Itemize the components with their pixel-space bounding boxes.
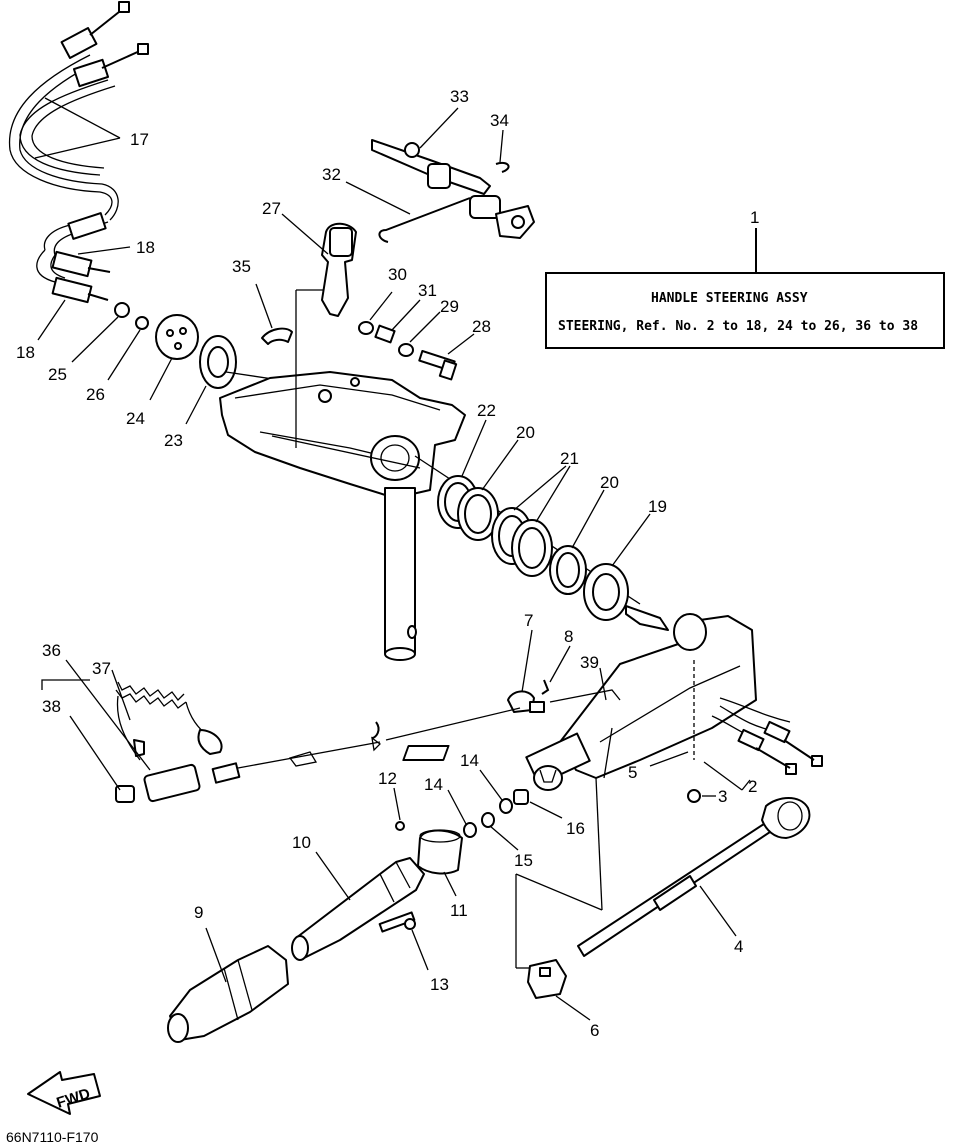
callout-30: 30 [388, 265, 407, 284]
callout-22: 22 [477, 401, 496, 420]
callout-16: 16 [566, 819, 585, 838]
callout-3: 3 [718, 787, 727, 806]
callout-29: 29 [440, 297, 459, 316]
callout-2: 2 [748, 777, 757, 796]
callout-5: 5 [628, 763, 637, 782]
callout-9: 9 [194, 903, 203, 922]
callout-19: 19 [648, 497, 667, 516]
steering-bracket [219, 289, 466, 661]
lanyard-switch-group: 36 37 38 [41, 641, 521, 803]
callout-31: 31 [418, 281, 437, 300]
throttle-shaft-group: 4 6 [527, 797, 811, 1040]
control-cables: 17 18 18 [8, 1, 155, 362]
callout-20b: 20 [600, 473, 619, 492]
callout-38: 38 [42, 697, 61, 716]
callout-39: 39 [580, 653, 599, 672]
callout-10: 10 [292, 833, 311, 852]
pivot-washer-stack: 22 20 21 20 19 [414, 401, 667, 621]
callout-28: 28 [472, 317, 491, 336]
callout-15: 15 [514, 851, 533, 870]
callout-27: 27 [262, 199, 281, 218]
callout-21: 21 [560, 449, 579, 468]
callout-14b: 14 [460, 751, 479, 770]
callout-8: 8 [564, 627, 573, 646]
callout-13: 13 [430, 975, 449, 994]
callout-7: 7 [524, 611, 533, 630]
lever-fastener-group: 30 31 29 28 [358, 265, 491, 381]
forward-arrow-icon: FWD [27, 1071, 101, 1115]
callout-23: 23 [164, 431, 183, 450]
callout-4: 4 [734, 937, 743, 956]
callout-24: 24 [126, 409, 145, 428]
callout-1: 1 [750, 208, 759, 227]
steering-handle-arm: 5 2 3 [402, 605, 823, 969]
cable-grommet-group: 25 26 24 23 [48, 302, 361, 450]
assembly-subtitle: STEERING, Ref. No. 2 to 18, 24 to 26, 36… [558, 319, 918, 334]
callout-37: 37 [92, 659, 111, 678]
assembly-box: 1 HANDLE STEERING ASSY STEERING, Ref. No… [545, 208, 945, 349]
callout-11: 11 [450, 901, 468, 920]
callout-17a: 17 [130, 130, 149, 149]
grip-fastener-group: 12 14 14 16 15 [378, 751, 585, 870]
callout-20a: 20 [516, 423, 535, 442]
callout-18b: 18 [16, 343, 35, 362]
callout-33: 33 [450, 87, 469, 106]
callout-14a: 14 [424, 775, 443, 794]
drawing-code: 66N7110-F170 [6, 1129, 99, 1145]
callout-36: 36 [42, 641, 61, 660]
callout-34: 34 [490, 111, 509, 130]
callout-12: 12 [378, 769, 397, 788]
callout-35: 35 [232, 257, 251, 276]
callout-18a: 18 [136, 238, 155, 257]
callout-26: 26 [86, 385, 105, 404]
callout-6: 6 [590, 1021, 599, 1040]
stop-switch-group: 7 8 39 [507, 611, 621, 713]
callout-32: 32 [322, 165, 341, 184]
assembly-title: HANDLE STEERING ASSY [651, 291, 808, 306]
shift-lever-group: 35 27 32 33 34 [232, 87, 535, 345]
throttle-grip-group: 10 11 9 13 [167, 829, 468, 1043]
callout-25: 25 [48, 365, 67, 384]
